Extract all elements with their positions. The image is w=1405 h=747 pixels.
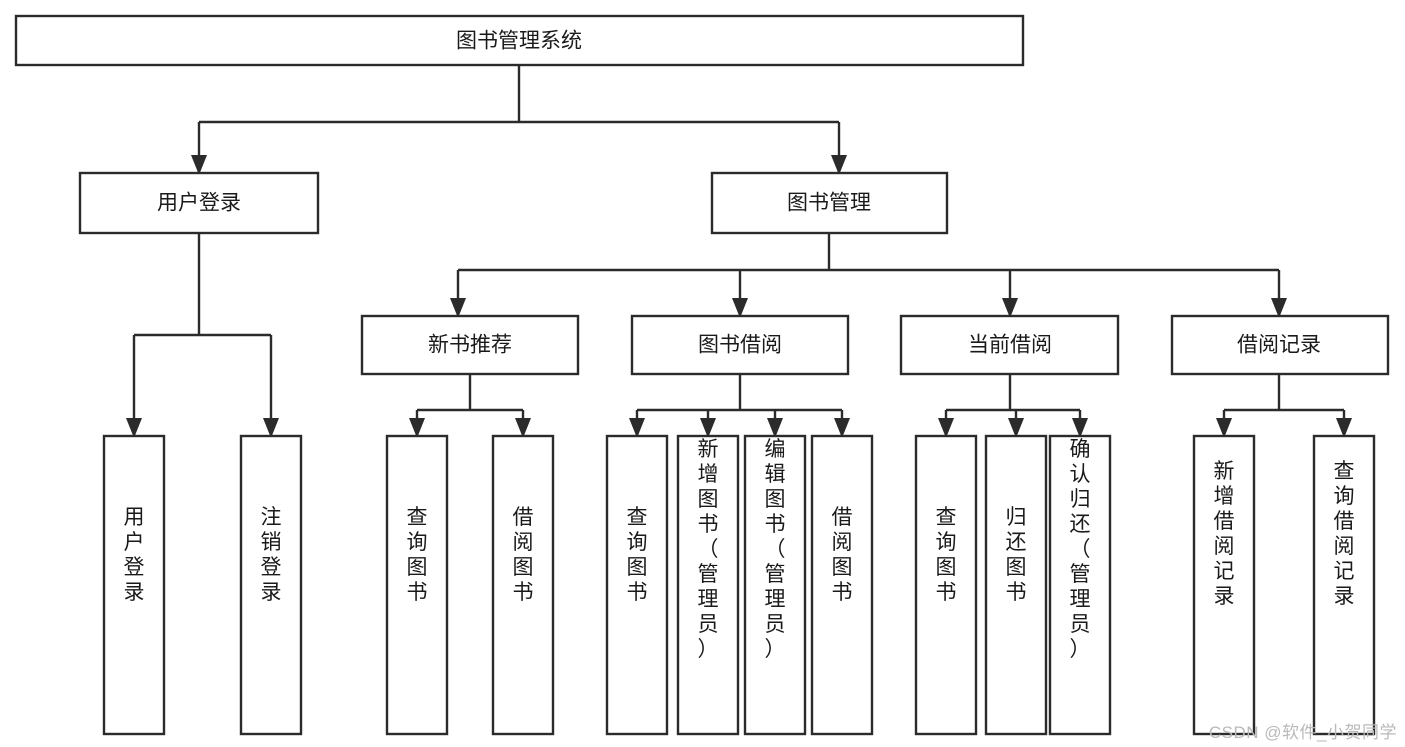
node-new-book-recommend-label: 新书推荐 [428, 334, 512, 357]
node-book-manage-box [710, 171, 949, 235]
leaf-box [810, 434, 874, 736]
node-user-login-box [78, 171, 320, 235]
node-user-login-label: 用户登录 [157, 192, 241, 215]
node-new-book-recommend[interactable]: 新书推荐 [360, 314, 580, 376]
leaf-book-borrow-3[interactable]: 借阅图书 [810, 434, 874, 736]
node-new-book-recommend-box [360, 314, 580, 376]
node-current-borrow-label: 当前借阅 [968, 334, 1052, 357]
leaf-label: 查询图书 [936, 506, 957, 604]
connector-book-borrow-to-leaves [629, 374, 850, 438]
node-book-borrow[interactable]: 图书借阅 [630, 314, 850, 376]
node-borrow-record-label: 借阅记录 [1237, 334, 1321, 357]
leaf-box [385, 434, 449, 736]
connector-borrow-record-to-leaves [1216, 374, 1352, 438]
leaf-box [239, 434, 303, 736]
leaf-box [1312, 434, 1376, 736]
node-book-manage-label: 图书管理 [787, 192, 871, 215]
leaf-box [1192, 434, 1256, 736]
connector-current-borrow-to-leaves [938, 374, 1088, 438]
leaf-box [984, 434, 1048, 736]
leaf-book-borrow-1[interactable]: 新增图书（管理员） [676, 434, 740, 736]
node-root-box [14, 14, 1025, 67]
node-book-manage[interactable]: 图书管理 [710, 171, 949, 235]
leaf-label: 注销登录 [261, 506, 282, 604]
leaf-user-login-0[interactable]: 用户登录 [102, 434, 166, 736]
node-book-borrow-box [630, 314, 850, 376]
leaf-borrow-record-1[interactable]: 查询借阅记录 [1312, 434, 1376, 736]
leaf-label: 确认归还（管理员） [1070, 438, 1091, 661]
leaf-label: 新增借阅记录 [1214, 460, 1235, 608]
leaf-label: 查询图书 [627, 506, 648, 604]
leaf-new-book-recommend-0[interactable]: 查询图书 [385, 434, 449, 736]
leaf-box [102, 434, 166, 736]
leaf-label: 查询图书 [407, 506, 428, 604]
connector-new-book-to-leaves [409, 374, 531, 438]
node-user-login[interactable]: 用户登录 [78, 171, 320, 235]
leaf-box [1048, 434, 1112, 736]
leaf-box [605, 434, 669, 736]
leaf-box [491, 434, 555, 736]
leaf-label: 编辑图书（管理员） [765, 438, 786, 661]
leaf-label: 用户登录 [124, 506, 145, 604]
leaf-borrow-record-0[interactable]: 新增借阅记录 [1192, 434, 1256, 736]
leaf-box [914, 434, 978, 736]
leaf-label: 借阅图书 [513, 506, 534, 604]
leaf-box [676, 434, 740, 736]
node-root-system[interactable]: 图书管理系统 [14, 14, 1025, 67]
node-root-label: 图书管理系统 [456, 30, 582, 53]
leaf-current-borrow-0[interactable]: 查询图书 [914, 434, 978, 736]
connector-user-login-to-leaves [126, 233, 279, 438]
node-borrow-record[interactable]: 借阅记录 [1170, 314, 1390, 376]
node-borrow-record-box [1170, 314, 1390, 376]
leaf-book-borrow-2[interactable]: 编辑图书（管理员） [743, 434, 807, 736]
leaf-box [743, 434, 807, 736]
leaf-label: 借阅图书 [832, 506, 853, 604]
leaf-label: 查询借阅记录 [1334, 460, 1355, 608]
node-book-borrow-label: 图书借阅 [698, 334, 782, 357]
leaf-new-book-recommend-1[interactable]: 借阅图书 [491, 434, 555, 736]
leaf-book-borrow-0[interactable]: 查询图书 [605, 434, 669, 736]
leaf-label: 归还图书 [1006, 506, 1027, 604]
leaf-current-borrow-2[interactable]: 确认归还（管理员） [1048, 434, 1112, 736]
connector-book-manage-to-level3 [450, 233, 1287, 318]
leaf-current-borrow-1[interactable]: 归还图书 [984, 434, 1048, 736]
connector-root-to-level2 [191, 65, 847, 175]
node-current-borrow-box [899, 314, 1120, 376]
leaf-user-login-1[interactable]: 注销登录 [239, 434, 303, 736]
node-current-borrow[interactable]: 当前借阅 [899, 314, 1120, 376]
leaf-label: 新增图书（管理员） [698, 438, 719, 661]
